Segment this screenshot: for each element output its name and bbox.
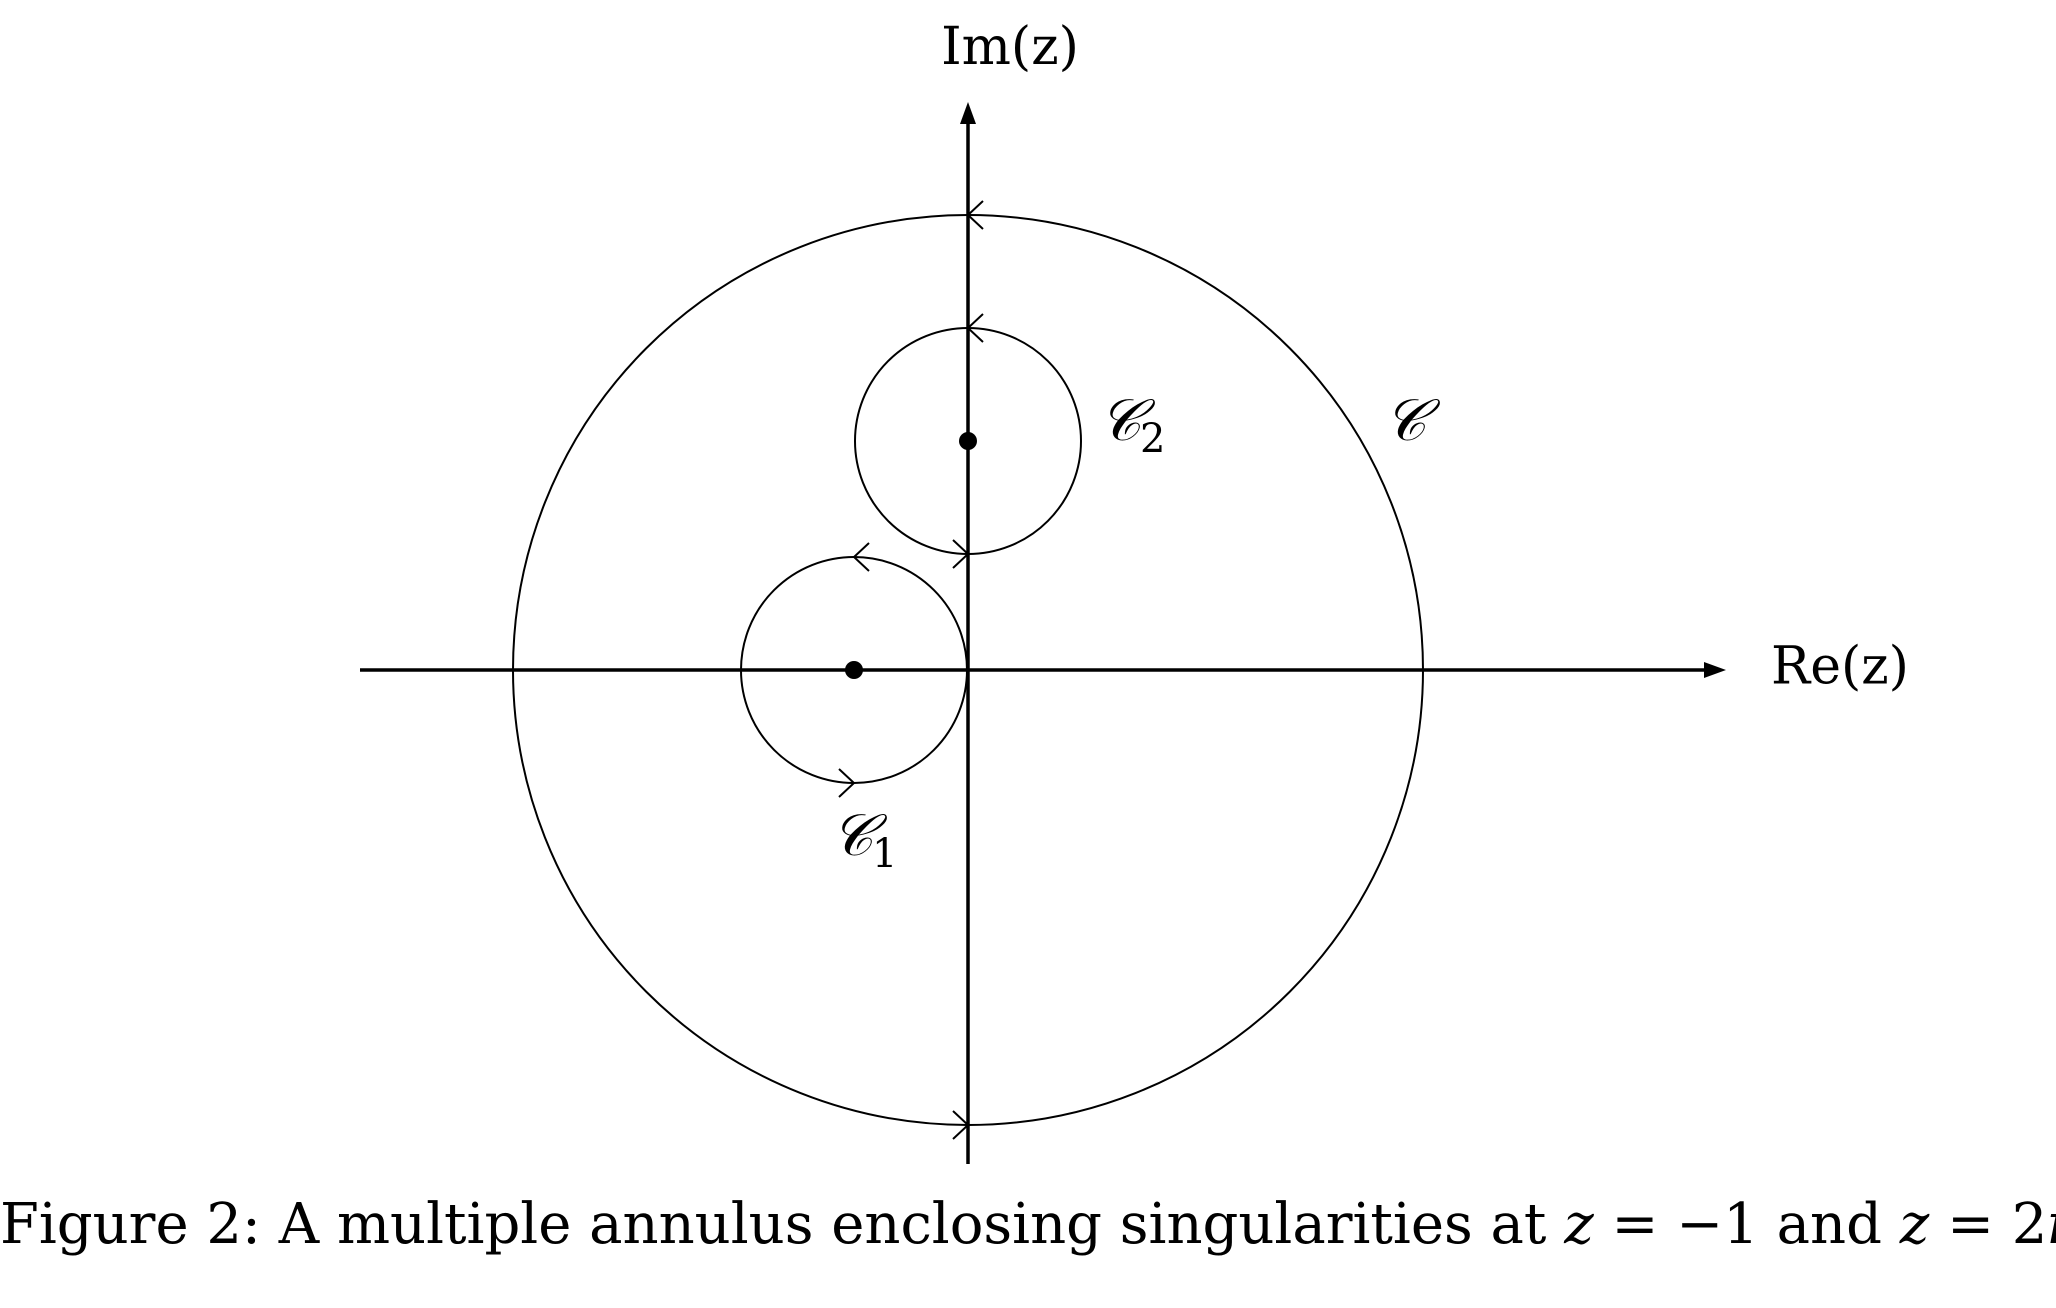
imaginary-axis-label: Im(z): [941, 17, 1079, 77]
contour-c1-arrow-top: [852, 542, 870, 572]
contour-c2-arrow-top: [966, 313, 984, 343]
caption-var-2: z: [1899, 1192, 1930, 1257]
caption-imag-unit: i: [2047, 1192, 2056, 1257]
imaginary-axis-arrowhead: [960, 102, 976, 124]
singularity-point-z-2i: [959, 432, 977, 450]
contour-c2-arrow-bottom: [952, 539, 970, 569]
real-axis-label: Re(z): [1771, 637, 1909, 697]
contour-c2-label: 𝒞 2: [1099, 386, 1166, 462]
contour-c2-label-subscript: 2: [1140, 416, 1165, 462]
caption-prefix: Figure 2:: [0, 1192, 261, 1257]
caption-eq-2: = 2: [1947, 1192, 2048, 1257]
singularity-point-z-minus-1: [845, 661, 863, 679]
contour-c1-label-subscript: 1: [872, 831, 897, 877]
caption-eq-1: = −1: [1611, 1192, 1759, 1257]
outer-contour-arrow-bottom: [952, 1110, 970, 1140]
contour-c1-label: 𝒞 1: [831, 801, 898, 877]
outer-contour-arrow-top: [966, 200, 984, 230]
real-axis-arrowhead: [1704, 662, 1726, 678]
caption-and: and: [1776, 1192, 1882, 1257]
caption-text: A multiple annulus enclosing singulariti…: [278, 1192, 1547, 1257]
caption-var-1: z: [1564, 1192, 1594, 1257]
contour-c1-arrow-bottom: [838, 768, 856, 798]
outer-contour-label: 𝒞: [1384, 386, 1441, 454]
figure-caption: Figure 2: A multiple annulus enclosing s…: [0, 1192, 2056, 1257]
